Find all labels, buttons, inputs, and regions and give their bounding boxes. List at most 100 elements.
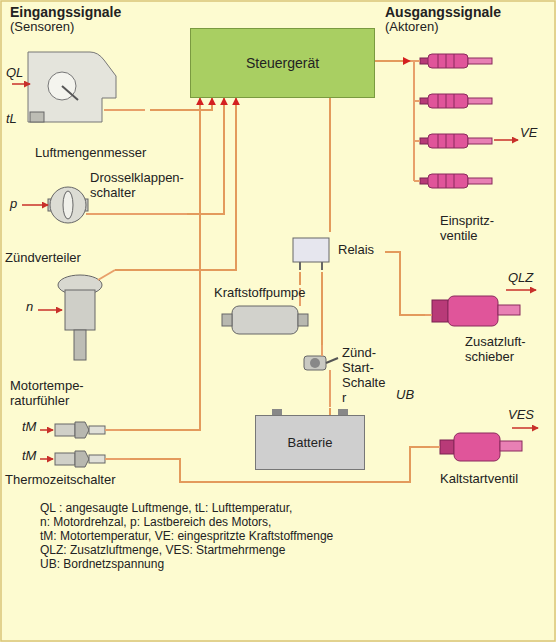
thermo-time-switch-part — [55, 453, 75, 465]
injectors-part — [420, 134, 492, 148]
distributor — [38, 270, 115, 360]
relay: Relais — [290, 232, 385, 272]
air-flow-meter-part — [28, 52, 116, 122]
cold-start-valve-part — [512, 427, 538, 429]
auxiliary-air-valve-part — [432, 300, 448, 322]
wire-connector — [385, 252, 425, 315]
temperature-sensor-part — [89, 426, 105, 434]
component-label: Relais — [338, 242, 374, 257]
temperature-sensor-part — [75, 422, 89, 438]
wire-connector — [375, 60, 410, 62]
injectors-part — [420, 54, 492, 68]
signal-name: UB — [396, 388, 414, 403]
panel-heading: Eingangssignale — [10, 4, 121, 20]
relay-part — [293, 238, 329, 262]
throttle-switch-part — [86, 213, 188, 215]
throttle-switch-part — [63, 191, 73, 219]
auxiliary-air-valve-part — [425, 314, 432, 316]
distributor: Zündverteiler — [5, 250, 115, 365]
cold-start-valve — [430, 428, 538, 461]
battery: Batterie — [255, 415, 365, 470]
key-note: QL : angesaugte Luftmenge, tL: Lufttempe… — [40, 502, 292, 516]
temperature-sensor — [40, 422, 120, 438]
temperature-sensor-part — [55, 424, 75, 436]
ignition-switch-part — [326, 358, 338, 363]
panel-heading: (Sensoren) — [10, 20, 74, 35]
cold-start-valve-part — [500, 441, 522, 451]
ignition-switch-part — [304, 356, 326, 370]
panel-heading: (Aktoren) — [385, 20, 438, 35]
injectors-part — [420, 174, 492, 188]
signal-name: QL — [6, 66, 23, 81]
ignition-switch — [304, 345, 420, 407]
distributor-part — [74, 330, 86, 360]
temperature-sensor-part — [40, 429, 53, 431]
component-label: Kaltstartventil — [440, 471, 518, 486]
fuel-pump-part — [232, 306, 298, 334]
wire-connector — [187, 98, 224, 214]
throttle-switch-part — [50, 187, 86, 223]
throttle-switch: Drosselklappen- schalter — [40, 168, 187, 230]
temperature-sensor-part — [105, 429, 120, 431]
signal-name: n — [26, 300, 33, 315]
thermo-time-switch-part — [89, 455, 105, 463]
signal-name: tM — [22, 449, 36, 464]
ignition-switch: Zünd- Start- Schalte r — [300, 345, 390, 408]
thermo-time-switch-part — [40, 458, 53, 460]
auxiliary-air-valve-part — [448, 296, 498, 326]
component-label: Batterie — [288, 435, 333, 450]
auxiliary-air-valve — [425, 290, 536, 326]
signal-name: tL — [6, 112, 17, 127]
wire-connector — [299, 272, 301, 285]
thermo-time-switch-part — [105, 458, 130, 460]
air-flow-meter: Luftmengenmesser — [20, 45, 150, 163]
throttle-switch-part — [22, 204, 48, 206]
component-label: Steuergerät — [246, 56, 319, 71]
component-label: Motortempe- raturfühler — [10, 378, 84, 408]
fuel-pump: Kraftstoffpumpe — [212, 285, 312, 343]
cold-start-valve-part — [440, 440, 454, 454]
signal-name: p — [10, 197, 17, 212]
ignition-switch-part — [321, 345, 323, 356]
key-note: n: Motordrehzal, p: Lastbereich des Moto… — [40, 516, 271, 530]
fuel-pump-part — [222, 314, 232, 326]
component-label: Zündverteiler — [5, 250, 81, 265]
signal-name: QLZ — [508, 271, 533, 286]
component-label: Luftmengenmesser — [35, 145, 146, 160]
ignition-switch-part — [310, 358, 320, 368]
injectors-part — [410, 61, 420, 181]
auxiliary-air-valve-part — [506, 289, 536, 291]
fuel-pump-part — [298, 314, 308, 326]
panel-heading: Ausgangssignale — [385, 4, 501, 20]
distributor-part — [98, 270, 115, 280]
air-flow-meter — [12, 52, 145, 122]
auxiliary-air-valve: Zusatzluft- schieber — [425, 288, 550, 368]
air-flow-meter-part — [104, 109, 145, 111]
component-label: Thermozeitschalter — [5, 472, 116, 487]
component-label: Einspritz- ventile — [440, 213, 494, 243]
component-label: Zusatzluft- schieber — [465, 334, 526, 364]
cold-start-valve: Kaltstartventil — [430, 425, 540, 490]
thermo-time-switch-part — [75, 451, 89, 467]
thermo-time-switch — [40, 451, 130, 467]
distributor-part — [65, 290, 95, 330]
wire-connector — [329, 98, 331, 232]
key-note: QLZ: Zusatzluftmenge, VES: Startmehrmeng… — [40, 544, 285, 558]
signal-name: VES — [508, 408, 534, 423]
injectors-part — [420, 94, 492, 108]
auxiliary-air-valve-part — [498, 305, 520, 315]
injectors — [410, 54, 518, 188]
wire-connector — [321, 272, 323, 345]
component-label: Drosselklappen- schalter — [90, 170, 184, 200]
signal-name: tM — [22, 420, 36, 435]
relay-part — [299, 262, 301, 270]
cold-start-valve-part — [454, 433, 500, 461]
distributor-part — [38, 309, 62, 311]
cold-start-valve-part — [430, 446, 440, 448]
control-unit: Steuergerät — [190, 28, 375, 98]
relay-part — [321, 262, 323, 270]
ignition-switch-part — [329, 370, 331, 407]
